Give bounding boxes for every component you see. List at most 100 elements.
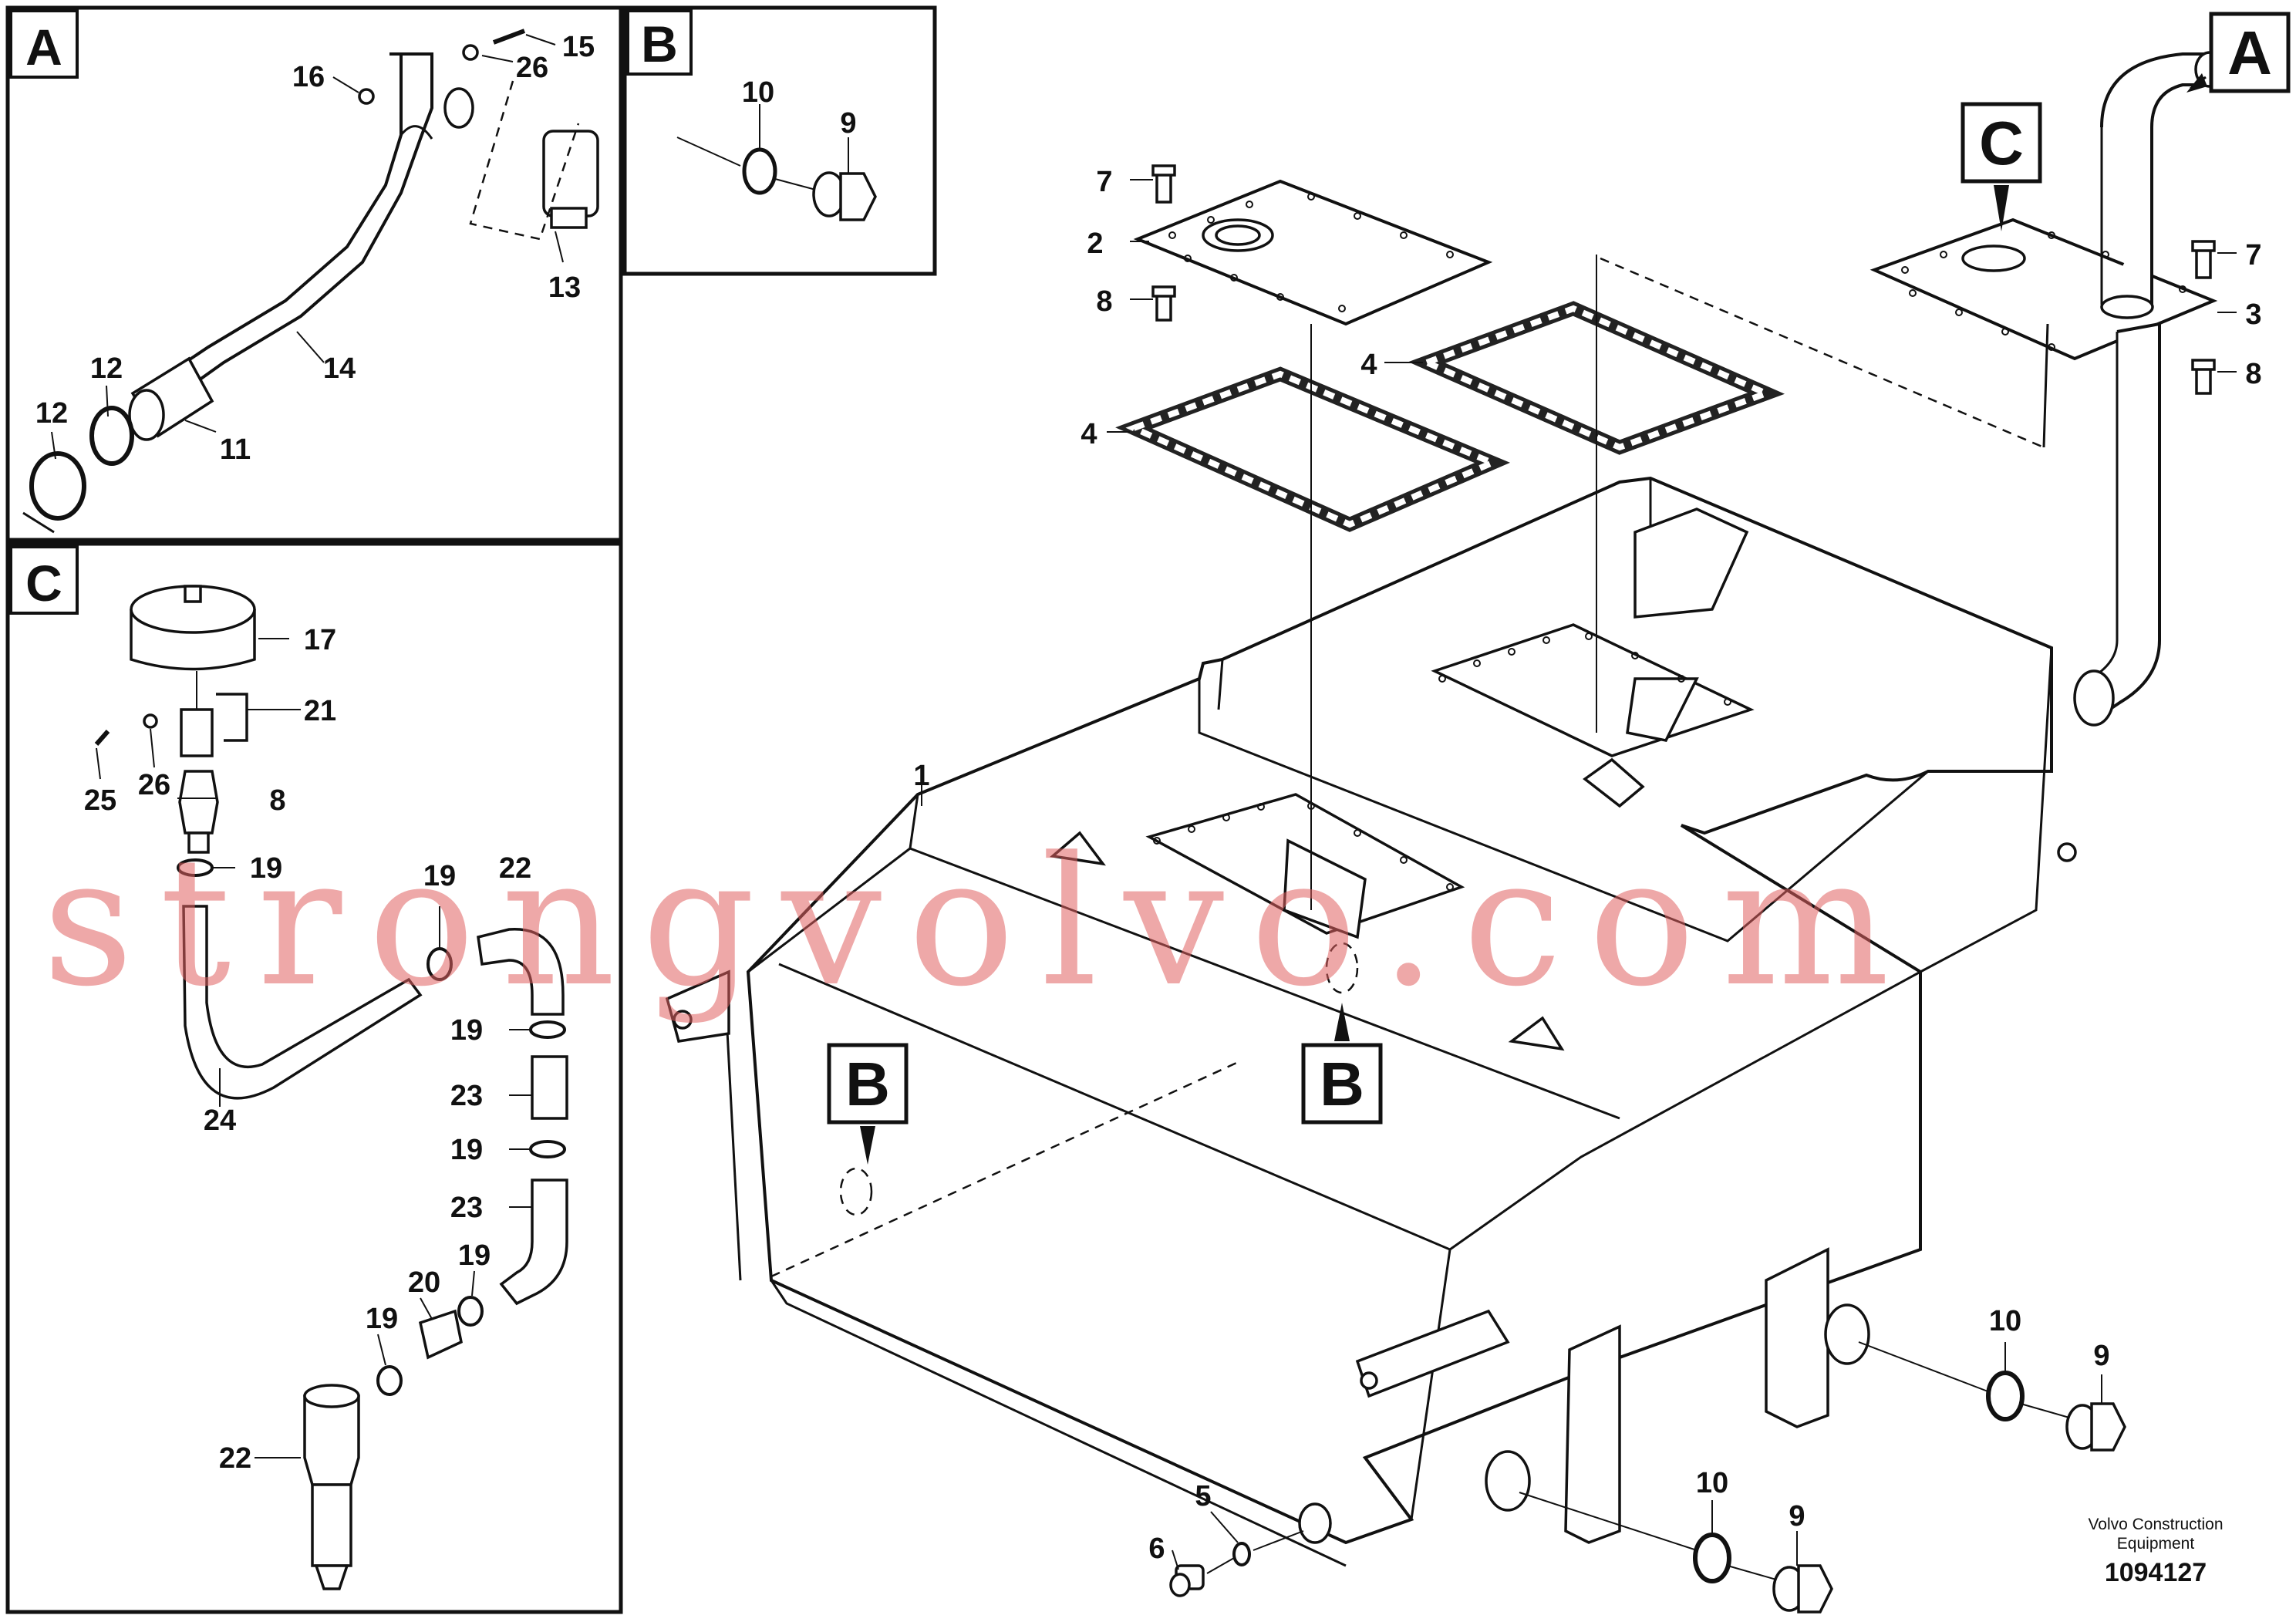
elbow-22 xyxy=(477,928,565,1016)
callout-12-b: 12 xyxy=(35,397,68,430)
callout-26-c: 26 xyxy=(138,769,170,801)
panel-a-label: A xyxy=(25,19,62,76)
panel-a: A xyxy=(5,5,623,542)
plug-6 xyxy=(1169,1564,1205,1597)
breather-17 xyxy=(130,585,256,671)
callout-b-10: 10 xyxy=(742,76,774,109)
callout-8-b: 8 xyxy=(2245,358,2261,390)
callout-6: 6 xyxy=(1148,1533,1165,1565)
callout-2: 2 xyxy=(1087,228,1103,260)
callout-14: 14 xyxy=(323,352,356,385)
callout-9-a: 9 xyxy=(2093,1340,2109,1372)
hose-23-a xyxy=(531,1055,568,1120)
panel-c-label: C xyxy=(25,555,62,612)
footer: Volvo Construction Equipment 1094127 xyxy=(2088,1516,2223,1587)
callout-10-a: 10 xyxy=(1989,1305,2021,1337)
svg-text:B: B xyxy=(1320,1050,1364,1118)
valve-22 xyxy=(303,1384,360,1590)
clamp-19-f xyxy=(376,1365,403,1396)
panel-c: C xyxy=(5,541,623,1614)
tank-body-1 xyxy=(665,476,2077,1567)
gasket-4-a xyxy=(1115,366,1510,532)
clamp-19-e xyxy=(457,1296,484,1327)
nut-16 xyxy=(358,88,375,105)
manufacturer-line-1: Volvo Construction xyxy=(2088,1516,2223,1533)
washer-26-c xyxy=(143,713,158,729)
screw-7-b xyxy=(2191,240,2216,279)
cover-plate-3 xyxy=(1870,51,2225,727)
callout-23-b: 23 xyxy=(450,1192,483,1224)
hose-23-b xyxy=(499,1179,568,1306)
ref-a: A xyxy=(2186,12,2291,93)
panel-b-label: B xyxy=(641,15,678,73)
plug-9-a xyxy=(2065,1402,2126,1452)
screw-25 xyxy=(94,730,110,746)
callout-24: 24 xyxy=(204,1104,236,1137)
callout-4-a: 4 xyxy=(1081,418,1097,450)
callout-9-b: 9 xyxy=(1789,1500,1805,1533)
pipe-14 xyxy=(184,52,474,383)
clamp-19-d xyxy=(529,1140,566,1158)
callout-22-top: 22 xyxy=(499,852,531,885)
o-ring-5 xyxy=(1232,1542,1251,1566)
callout-7-b: 7 xyxy=(2245,239,2261,271)
screw-8-b xyxy=(2191,359,2216,395)
screw-7-a xyxy=(1151,164,1176,204)
svg-text:C: C xyxy=(1979,109,2024,177)
gasket-4-b xyxy=(1408,301,1785,455)
svg-text:A: A xyxy=(2227,19,2272,87)
screw-8-a xyxy=(1151,285,1176,322)
manufacturer-line-2: Equipment xyxy=(2117,1535,2195,1553)
adapter xyxy=(180,708,214,757)
callout-8-a: 8 xyxy=(1096,285,1112,318)
ref-b-1: B xyxy=(1301,1003,1383,1125)
hose-11 xyxy=(128,356,214,441)
callout-1: 1 xyxy=(913,760,929,792)
panel-b: B 10 9 xyxy=(622,5,937,276)
bracket-21 xyxy=(216,693,248,742)
callout-7-a: 7 xyxy=(1096,166,1112,198)
callout-19-b: 19 xyxy=(423,860,456,892)
callout-8-c: 8 xyxy=(269,784,285,817)
nipple-8 xyxy=(178,770,219,854)
callout-20: 20 xyxy=(408,1266,440,1299)
callout-19-a: 19 xyxy=(250,852,282,885)
callout-15: 15 xyxy=(562,31,595,63)
clamp-12-b xyxy=(22,451,86,534)
ref-b-2: B xyxy=(827,1043,909,1165)
callout-19-c: 19 xyxy=(450,1014,483,1047)
callout-11: 11 xyxy=(220,433,251,466)
callout-26-a: 26 xyxy=(516,52,548,84)
callout-19-f: 19 xyxy=(366,1303,398,1335)
main-assembly: 1 2 7 8 4 4 7 3 8 10 9 10 9 5 6 A C B xyxy=(665,12,2291,1614)
clamp-12-a xyxy=(89,406,134,466)
callout-5: 5 xyxy=(1195,1480,1211,1512)
o-ring-10-b xyxy=(1693,1533,1731,1583)
callout-10-b: 10 xyxy=(1696,1467,1728,1499)
callout-22: 22 xyxy=(219,1442,251,1475)
plug-9 xyxy=(812,171,877,221)
callout-25: 25 xyxy=(84,784,116,817)
document-number: 1094127 xyxy=(2105,1558,2207,1587)
watermark: strongvolvo.com xyxy=(42,820,1916,1026)
svg-text:B: B xyxy=(845,1050,890,1118)
callout-b-9: 9 xyxy=(840,107,856,140)
callout-19-e: 19 xyxy=(458,1239,491,1272)
o-ring-10 xyxy=(742,147,777,195)
washer-26 xyxy=(462,44,479,61)
callout-19-d: 19 xyxy=(450,1134,483,1166)
callout-16: 16 xyxy=(292,61,325,93)
o-ring-10-a xyxy=(1986,1371,2025,1421)
ref-c: C xyxy=(1961,102,2042,231)
callout-21: 21 xyxy=(304,695,336,727)
cover-plate-2 xyxy=(1133,179,1493,326)
plug-9-b xyxy=(1772,1564,1833,1614)
callout-3: 3 xyxy=(2245,298,2261,331)
callout-17: 17 xyxy=(304,624,336,656)
screw-15 xyxy=(492,29,526,45)
sensor-13 xyxy=(542,130,599,229)
callout-13: 13 xyxy=(548,271,581,304)
callout-4-b: 4 xyxy=(1360,349,1377,381)
connector-20 xyxy=(418,1309,463,1360)
